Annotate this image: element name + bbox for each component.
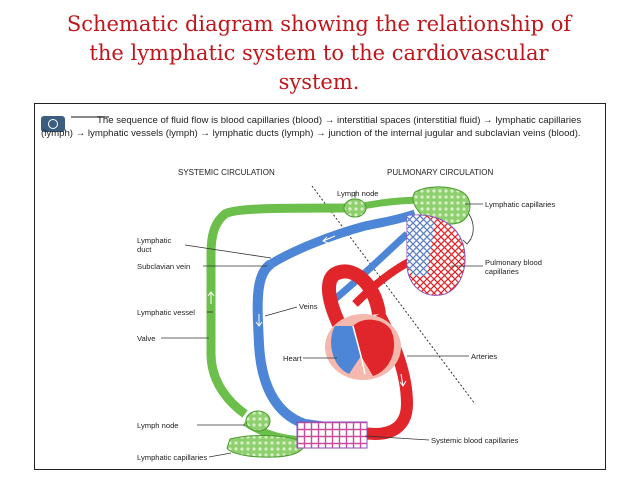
label-lymphatic-duct-line2: duct bbox=[137, 245, 152, 254]
vein-pathway-top bbox=[268, 209, 417, 268]
title-line-3: system. bbox=[278, 70, 360, 94]
label-veins: Veins bbox=[299, 302, 318, 311]
title-line-2: the lymphatic system to the cardiovascul… bbox=[89, 41, 549, 65]
caption-leader-line bbox=[71, 116, 109, 118]
figure-icon bbox=[41, 116, 65, 132]
lymphatic-circulation-diagram: SYSTEMIC CIRCULATION PULMONARY CIRCULATI… bbox=[137, 168, 555, 462]
label-lymph-node-top: Lymph node bbox=[337, 189, 379, 198]
label-pulmonary-blood-line2: capillaries bbox=[485, 267, 519, 276]
arrow-vein-2 bbox=[322, 235, 336, 244]
slide-title: Schematic diagram showing the relationsh… bbox=[20, 10, 618, 97]
label-arteries: Arteries bbox=[471, 352, 497, 361]
label-valve: Valve bbox=[137, 334, 155, 343]
figure-box: The sequence of fluid flow is blood capi… bbox=[34, 103, 606, 470]
heart-right-side bbox=[331, 326, 361, 374]
arrow-lymph-1 bbox=[207, 291, 215, 304]
flow-arrows bbox=[207, 235, 407, 387]
label-pulmonary-blood-line1: Pulmonary blood bbox=[485, 258, 542, 267]
lymphatic-capillaries-bottom-cluster bbox=[226, 435, 305, 458]
leader-veins bbox=[264, 306, 298, 317]
label-lymphatic-vessel: Lymphatic vessel bbox=[137, 308, 195, 317]
systemic-circulation-header: SYSTEMIC CIRCULATION bbox=[178, 168, 275, 177]
lymphatic-capillaries-top-cluster bbox=[412, 186, 471, 225]
leader-lymphatic-capillaries-bottom bbox=[208, 452, 232, 458]
leader-systemic-capillaries bbox=[364, 435, 430, 441]
label-lymphatic-capillaries-top: Lymphatic capillaries bbox=[485, 200, 555, 209]
label-subclavian-vein: Subclavian vein bbox=[137, 262, 190, 271]
lymph-node-top bbox=[343, 198, 367, 218]
pulmonary-circulation-header: PULMONARY CIRCULATION bbox=[387, 168, 493, 177]
leader-lymphatic-duct bbox=[184, 244, 272, 259]
pulmonary-capillary-venous-side bbox=[407, 215, 435, 277]
systemic-blood-capillaries bbox=[296, 421, 368, 449]
label-lymphatic-duct-line1: Lymphatic bbox=[137, 236, 172, 245]
title-line-1: Schematic diagram showing the relationsh… bbox=[66, 12, 572, 36]
leader-lines bbox=[161, 192, 483, 458]
pulmonary-vein bbox=[332, 231, 410, 302]
lymph-node-bottom bbox=[245, 410, 271, 432]
label-heart: Heart bbox=[283, 354, 302, 363]
label-lymph-node-bottom: Lymph node bbox=[137, 421, 179, 430]
label-lymphatic-capillaries-bottom: Lymphatic capillaries bbox=[137, 453, 207, 462]
heart-left-side bbox=[353, 319, 395, 376]
vein-pathway-main bbox=[252, 259, 341, 434]
label-systemic-blood-capillaries: Systemic blood capillaries bbox=[431, 436, 519, 445]
heart-septum bbox=[352, 325, 366, 375]
arrow-lymph-return bbox=[462, 213, 474, 245]
circulation-divider bbox=[311, 185, 476, 405]
lymphatic-vessel-left bbox=[206, 203, 354, 418]
arrow-vein-1 bbox=[255, 314, 263, 327]
figure-caption: The sequence of fluid flow is blood capi… bbox=[41, 115, 582, 139]
arrow-artery-1 bbox=[399, 373, 407, 387]
